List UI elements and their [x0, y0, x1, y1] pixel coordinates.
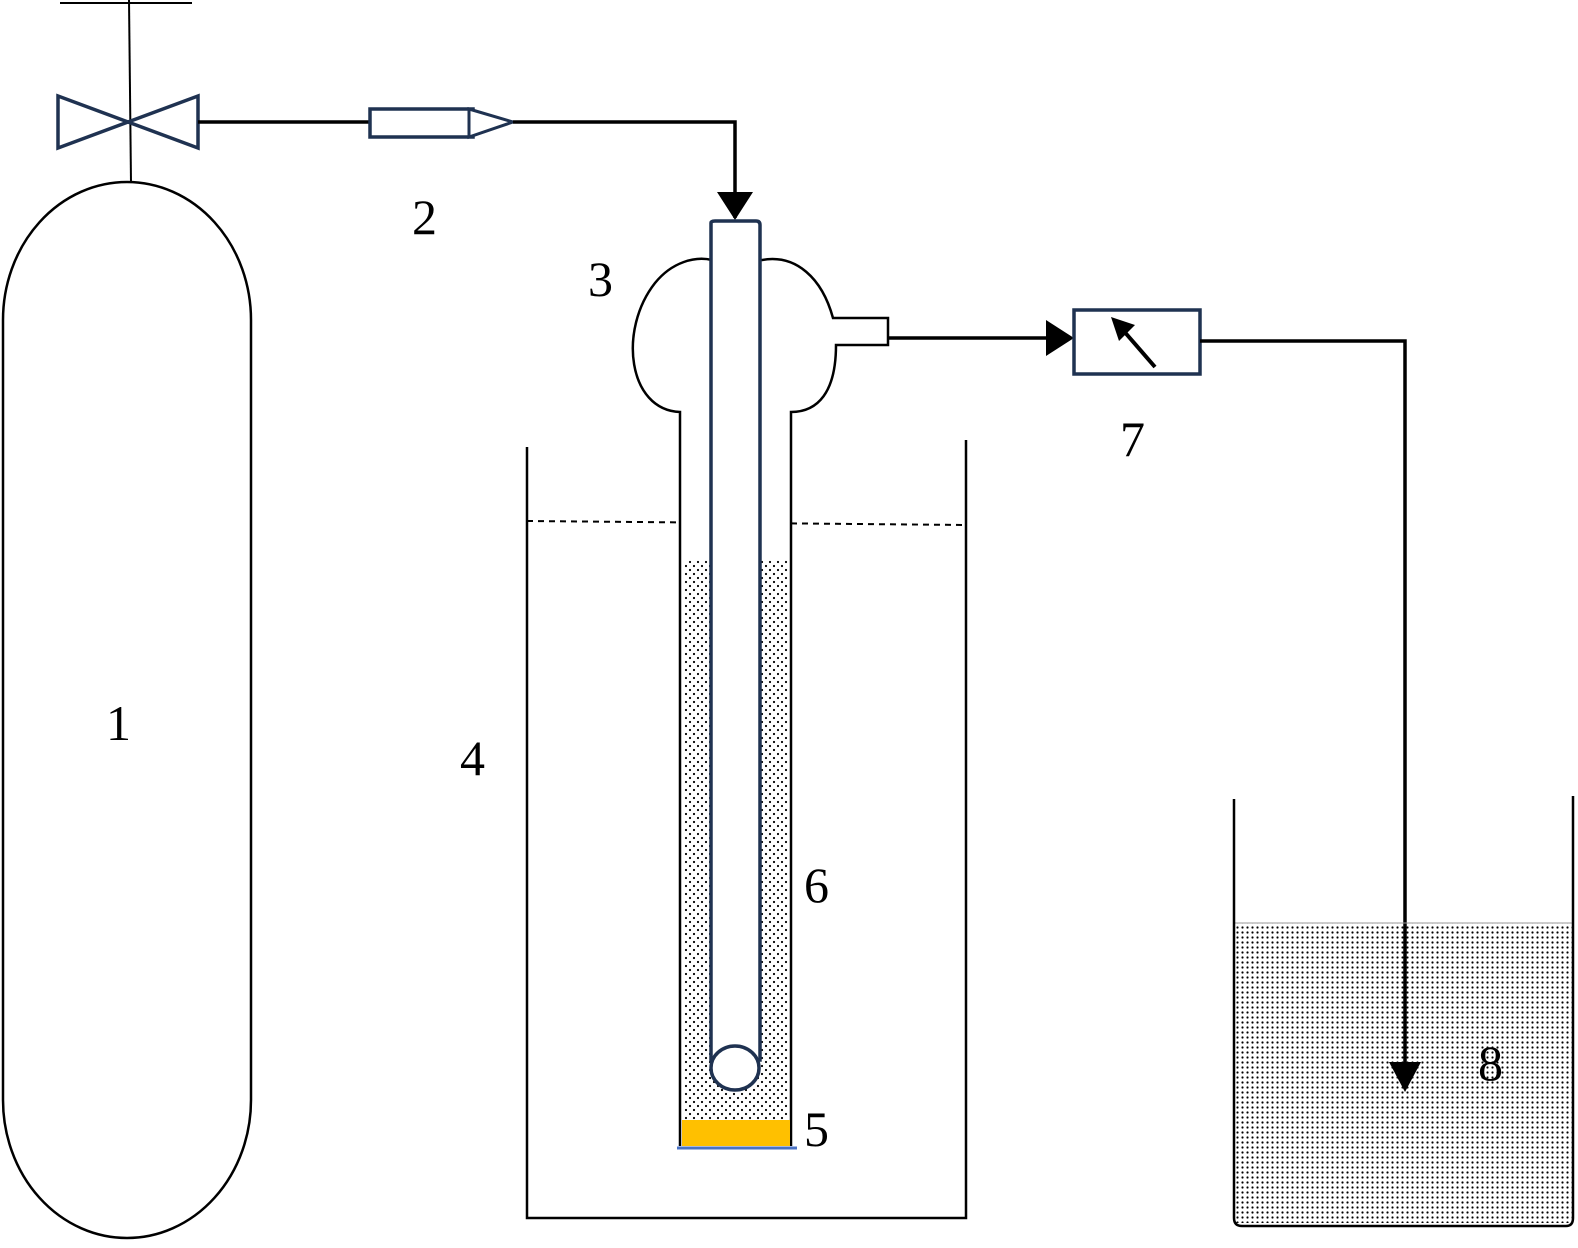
regulator-nozzle-icon [467, 106, 518, 140]
label-collection-vessel: 8 [1478, 1035, 1503, 1091]
label-flow-regulator: 2 [412, 189, 437, 245]
pipe-regulator-to-tube [513, 120, 740, 219]
water-bath [525, 440, 968, 1220]
cylinder-valve-stem [128, 0, 132, 184]
label-gas-meter: 7 [1120, 411, 1145, 467]
valve-icon [56, 93, 200, 151]
label-reaction-tube: 6 [804, 857, 829, 913]
meter-needle-icon [1120, 327, 1157, 369]
label-flask-head: 3 [588, 251, 613, 307]
outlet-arrow-icon [1389, 1062, 1421, 1092]
meter-inlet-arrow-icon [1046, 320, 1074, 356]
label-water-bath: 4 [460, 730, 485, 786]
gas-meter [1072, 308, 1202, 376]
gas-cylinder [1, 0, 253, 1240]
flow-regulator [368, 106, 518, 140]
gas-bubble [709, 1044, 761, 1092]
bottom-layer [682, 1120, 790, 1146]
label-gas-cylinder: 1 [106, 695, 131, 751]
inlet-tube [709, 219, 762, 1092]
inlet-arrow-icon [717, 192, 753, 220]
water-level-line [526, 520, 967, 526]
label-bottom-layer: 5 [804, 1101, 829, 1157]
pipe-meter-to-vessel [1200, 339, 1407, 1062]
